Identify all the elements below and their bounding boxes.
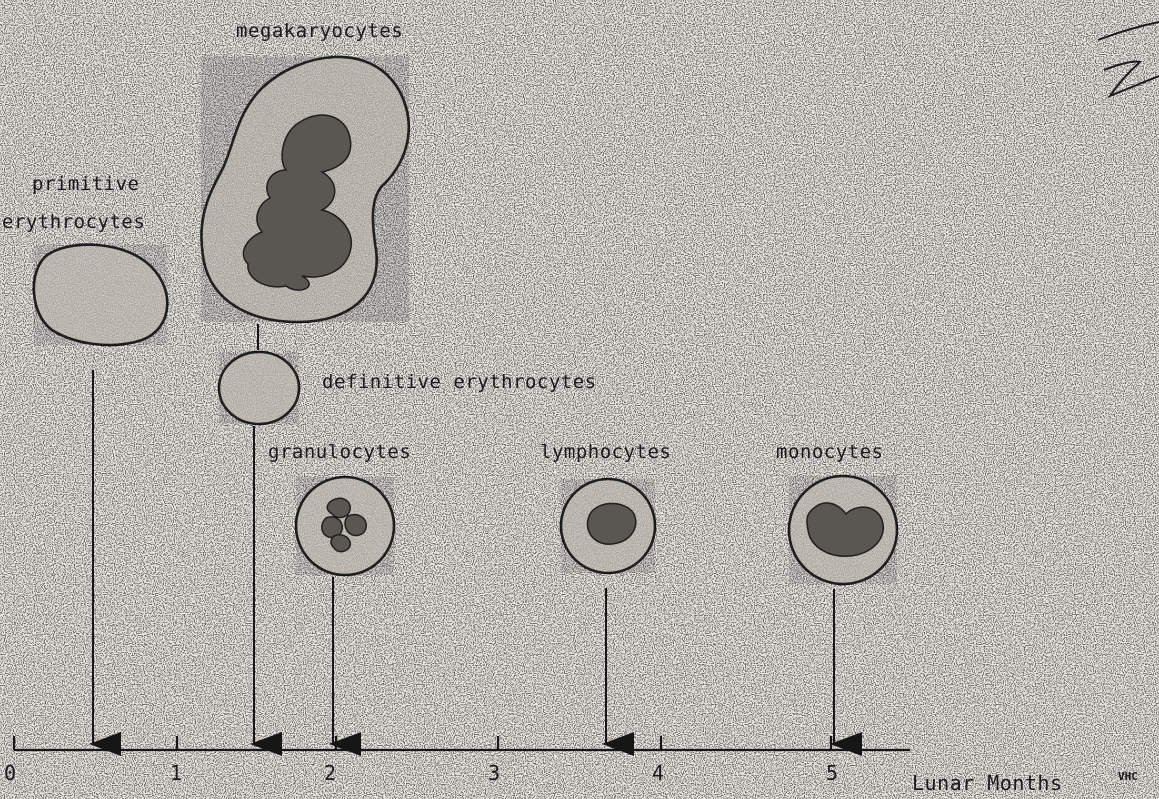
label-definitive-erythrocytes: definitive erythrocytes	[322, 371, 597, 393]
lymphocyte-nucleus	[587, 504, 635, 545]
label-monocytes: monocytes	[776, 441, 883, 463]
label-megakaryocytes: megakaryocytes	[236, 20, 403, 42]
axis-tick-label-1: 1	[170, 761, 182, 785]
axis-title: Lunar Months	[912, 771, 1063, 795]
axis-tick-label-2: 2	[324, 761, 336, 785]
granulocyte-cell	[296, 477, 394, 575]
lymphocyte-cell	[561, 479, 655, 573]
definitive-erythrocyte-cell	[219, 352, 299, 424]
artist-signature: VHC	[1118, 770, 1138, 783]
definitive-erythrocyte-stipple	[219, 352, 299, 424]
axis-tick-label-0: 0	[4, 761, 16, 785]
axis-tick-label-5: 5	[826, 761, 838, 785]
label-granulocytes: granulocytes	[268, 441, 411, 463]
label-primitive-line1: primitive	[32, 173, 139, 195]
axis-tick-label-3: 3	[488, 761, 500, 785]
label-primitive-line2: erythrocytes	[2, 211, 145, 233]
monocyte-cell	[789, 476, 897, 584]
axis-tick-label-4: 4	[652, 761, 664, 785]
label-lymphocytes: lymphocytes	[540, 441, 671, 463]
